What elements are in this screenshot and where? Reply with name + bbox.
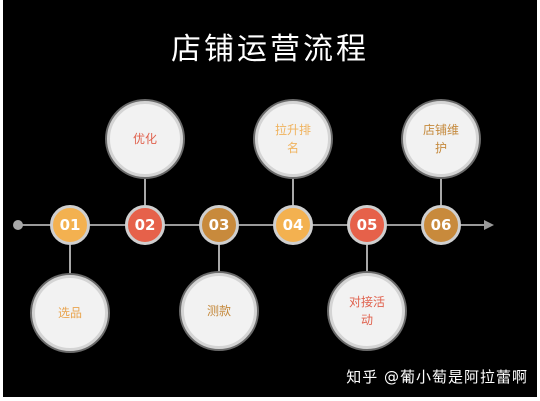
step-label-06: 店铺维护 — [422, 123, 459, 155]
step-label-05: 对接活动 — [348, 295, 385, 327]
connector-02 — [144, 175, 146, 205]
connector-06 — [440, 175, 442, 205]
connector-01 — [69, 245, 71, 278]
timeline-start-dot — [13, 220, 23, 230]
timeline-line — [18, 224, 484, 226]
step-label-bubble-01: 选品 — [32, 275, 108, 351]
timeline-arrow-icon — [484, 220, 494, 230]
step-label-01: 选品 — [57, 306, 82, 320]
step-label-02: 优化 — [132, 132, 157, 146]
step-label-bubble-06: 店铺维护 — [403, 101, 479, 177]
step-label-bubble-04: 拉升排名 — [255, 101, 331, 177]
step-circle-06: 06 — [421, 205, 461, 245]
step-circle-02: 02 — [125, 205, 165, 245]
connector-04 — [292, 175, 294, 205]
step-circle-05: 05 — [347, 205, 387, 245]
step-circle-04: 04 — [273, 205, 313, 245]
step-label-bubble-05: 对接活动 — [329, 273, 405, 349]
connector-03 — [218, 245, 220, 273]
watermark: 知乎 @葡小萄是阿拉蕾啊 — [346, 368, 528, 386]
step-circle-01: 01 — [50, 205, 90, 245]
step-circle-03: 03 — [199, 205, 239, 245]
step-label-03: 测款 — [206, 304, 231, 318]
step-label-bubble-02: 优化 — [107, 101, 183, 177]
connector-05 — [366, 245, 368, 275]
step-label-04: 拉升排名 — [274, 123, 311, 155]
diagram-title: 店铺运营流程 — [171, 32, 369, 67]
step-label-bubble-03: 测款 — [181, 273, 257, 349]
